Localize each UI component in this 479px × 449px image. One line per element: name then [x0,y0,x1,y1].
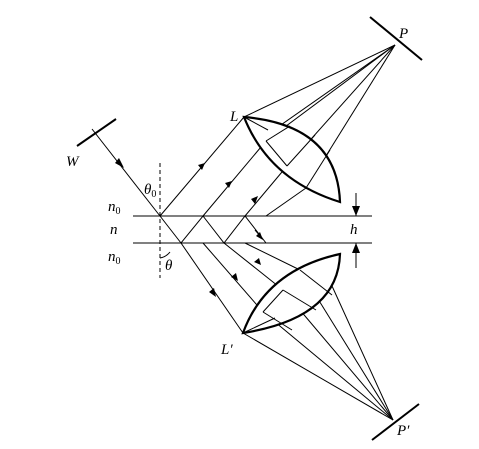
arrow-incident [115,158,124,168]
lens-l [242,115,342,204]
lens-lp-ray-pass-1 [242,317,276,334]
lens-lp-ray-pass-3 [262,289,284,313]
arrow-transmitted-1 [209,288,216,297]
thickness-arrow-down [352,206,360,216]
lens-l-ray-pass-3 [265,140,288,167]
thickness-arrow-up [352,243,360,253]
converge-p-1 [243,44,396,118]
lens-l-ray-pass-2 [265,125,291,142]
source-w-plate [76,118,117,147]
converge-pp-2 [262,311,394,421]
label-p: P [398,26,408,42]
reflected-ray-4 [265,187,307,217]
converge-pp-1 [242,332,394,421]
label-theta0: θ0 [144,182,156,200]
label-l: L [229,109,238,125]
lens-lp-ray-pass-2 [262,311,293,331]
label-n0-top: n0 [108,199,121,217]
label-n: n [110,222,118,238]
screen-p-prime [371,403,420,441]
label-h: h [350,222,358,238]
screen-p [369,16,423,61]
label-p-prime: P′ [396,423,410,439]
reflected-ray-3 [244,165,288,217]
lens-lp-ray-pass-5 [299,269,333,296]
reflected-ray-2 [202,140,267,217]
theta-angle-arc [159,251,171,259]
label-l-prime: L′ [220,342,233,358]
converge-pp-5 [321,263,394,421]
arrow-transmitted-3 [254,258,261,265]
lens-l-ray-pass-5 [305,149,331,189]
lens-l-ray-pass-1 [243,116,269,131]
lens-l-prime [241,252,342,335]
converge-p-2 [265,44,396,142]
arrow-transmitted-2 [231,273,238,281]
transmitted-ray-3 [223,242,284,291]
lens-lp-ray-pass-4 [282,289,317,311]
film-internal-zigzag [159,215,267,244]
incident-ray [91,128,161,217]
arrow-reflected-1 [198,163,205,170]
lens-l-ray-pass-4 [286,134,316,167]
transmitted-ray-4 [244,242,301,271]
label-theta: θ [165,258,173,274]
transmitted-ray-1 [180,242,244,334]
arrow-reflected-3 [251,196,258,204]
label-w: W [66,154,80,170]
arrow-zigzag-end [256,232,263,240]
converge-p-5 [267,44,396,135]
label-n0-bottom: n0 [108,249,121,267]
arrow-reflected-2 [225,181,232,188]
